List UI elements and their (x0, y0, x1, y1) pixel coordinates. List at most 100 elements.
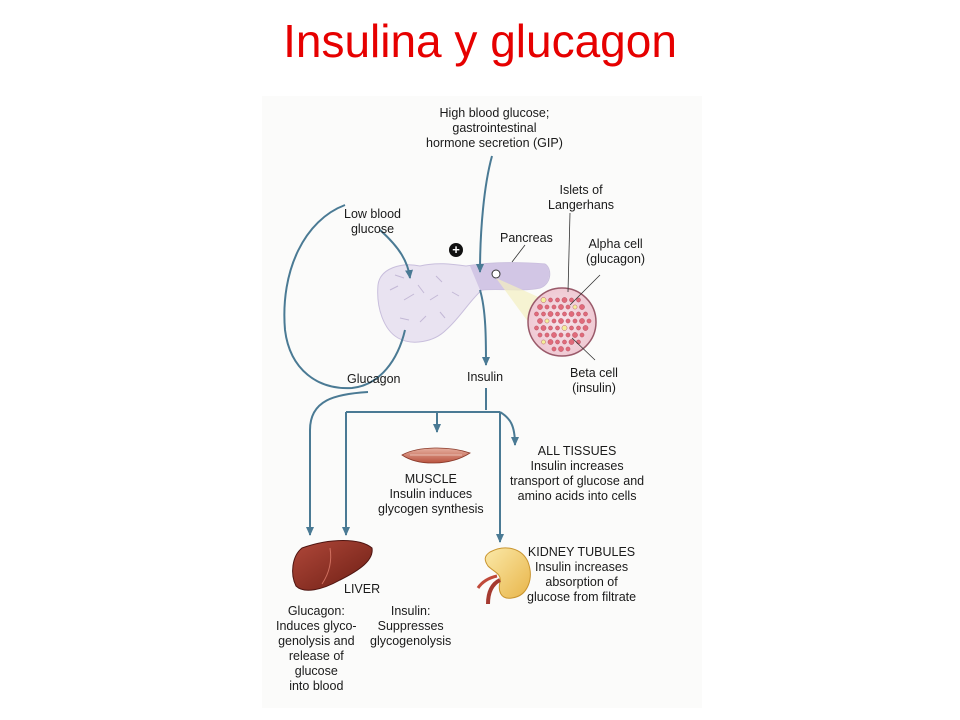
islet-cell (547, 311, 554, 317)
all-tissues-line: transport of glucose and (510, 474, 645, 488)
kidney-line: Insulin increases (534, 560, 629, 574)
islet-cell (579, 318, 585, 324)
islet-cell (572, 318, 578, 324)
islet-cell (565, 346, 571, 352)
islet-cell (551, 304, 557, 310)
all-tissues-line: amino acids into cells (517, 489, 637, 503)
islet-cell (548, 297, 553, 303)
islet-cell (569, 297, 574, 303)
liver-insulin-line: Insulin: (390, 604, 431, 618)
islet-cell (562, 311, 567, 317)
islet-cells (534, 297, 592, 352)
islet-cell (565, 304, 571, 310)
muscle-line: Insulin induces (389, 487, 473, 501)
low-glucose-arrow (379, 229, 413, 279)
kidney-line: KIDNEY TUBULES (527, 545, 636, 559)
islet-cell (572, 304, 578, 310)
stimulation-plus-icon (449, 243, 463, 257)
pancreas-shape (377, 262, 551, 343)
islet-cell (561, 297, 568, 303)
alpha-cell-line: (glucagon) (586, 252, 646, 266)
islet-cell (562, 339, 567, 345)
liver-label: LIVER (344, 582, 381, 596)
islet-cell (555, 297, 560, 303)
islet-cell (579, 332, 585, 338)
islet-cell (558, 332, 564, 338)
islet-cell (548, 325, 553, 331)
islet-cell (551, 332, 557, 338)
islet-cell (576, 339, 581, 345)
islet-cell (537, 318, 543, 324)
islets-label: Islets of Langerhans (548, 183, 614, 213)
islet-cell (541, 339, 546, 345)
islet-cell (544, 332, 550, 338)
muscle-line: MUSCLE (404, 472, 457, 486)
low-glucose-label: Low blood glucose (344, 207, 401, 237)
figure-background (262, 96, 702, 708)
stimulus-label: High blood glucose; gastrointestinal hor… (426, 106, 563, 151)
islet-cell (540, 325, 547, 331)
beta-cell-line: Beta cell (570, 366, 618, 380)
liver-glucagon-line: Glucagon: (287, 604, 345, 618)
islet-cell (565, 318, 571, 324)
muscle-icon (401, 447, 471, 464)
islet-cell (586, 318, 592, 324)
islet-cell (555, 325, 560, 331)
all-tissues-line: Insulin increases (530, 459, 624, 473)
liver-insulin-line: glycogenolysis (370, 634, 452, 648)
glucagon-to-liver-arrow (306, 391, 369, 536)
islet-cell (551, 318, 557, 324)
stimulus-line: gastrointestinal (452, 121, 537, 135)
kidney-icon (476, 547, 531, 605)
leader-lines (511, 212, 601, 361)
islet-cell (555, 311, 560, 317)
liver-glucagon-line: Induces glyco- (276, 619, 357, 633)
islet-cell (537, 304, 543, 310)
islet-cell (534, 311, 539, 317)
islet-cell (558, 304, 564, 310)
insulin-to-tissues-arrow (499, 411, 519, 446)
liver-glucagon-line: release of (288, 649, 344, 663)
slide-title: Insulina y glucagon (283, 15, 677, 67)
liver-glucagon-label: Glucagon: Induces glyco- genolysis and r… (276, 604, 357, 694)
islet-cell (561, 325, 568, 331)
beta-cell-label: Beta cell (insulin) (570, 366, 618, 396)
low-glucose-line: Low blood (344, 207, 401, 221)
liver-glucagon-line: glucose (294, 664, 338, 678)
stimulus-line: High blood glucose; (439, 106, 550, 120)
muscle-label: MUSCLE Insulin induces glycogen synthesi… (378, 472, 484, 517)
alpha-cell-label: Alpha cell (glucagon) (586, 237, 645, 267)
kidney-line: glucose from filtrate (527, 590, 637, 604)
insulin-label: Insulin (467, 370, 504, 384)
beta-cell-line: (insulin) (572, 381, 616, 395)
islet-cell (547, 339, 554, 345)
liver-icon (292, 540, 373, 591)
islet-cell (555, 339, 560, 345)
all-tissues-line: ALL TISSUES (537, 444, 617, 458)
plus-sign: + (452, 242, 460, 257)
islets-line: Islets of (559, 183, 603, 197)
feedback-loop-arrow (283, 204, 406, 390)
kidney-line: absorption of (545, 575, 618, 589)
all-tissues-label: ALL TISSUES Insulin increases transport … (510, 444, 644, 504)
islet-cell (541, 311, 546, 317)
islet-cell (534, 325, 539, 331)
insulin-arrow (479, 289, 490, 366)
muscle-line: glycogen synthesis (378, 502, 484, 516)
islet-cell (544, 318, 550, 324)
islet-cell (537, 332, 543, 338)
liver-glucagon-line: genolysis and (278, 634, 355, 648)
islet-cell (576, 297, 581, 303)
pancreas-label: Pancreas (500, 231, 553, 245)
islet-cell (576, 325, 581, 331)
islet-cell (544, 304, 550, 310)
stimulus-line: hormone secretion (GIP) (426, 136, 563, 150)
islet-cell (568, 339, 575, 345)
glucagon-label: Glucagon (347, 372, 401, 386)
islet-cell (569, 325, 574, 331)
liver-glucagon-line: into blood (289, 679, 344, 693)
stimulus-arrow (476, 155, 493, 273)
islet-cell (583, 311, 588, 317)
liver-insulin-line: Suppresses (377, 619, 444, 633)
